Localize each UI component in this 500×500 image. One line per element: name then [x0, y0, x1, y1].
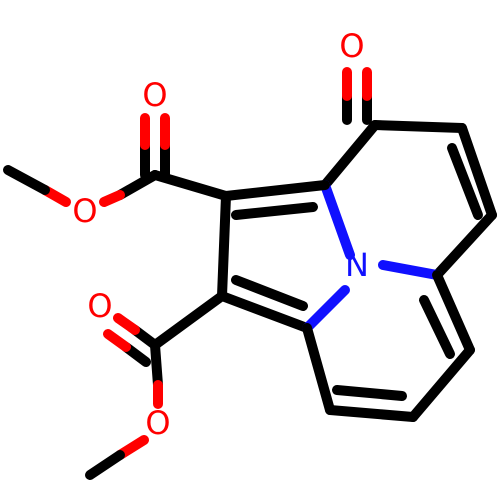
- bonds: [3, 67, 497, 480]
- atom-ester1-carbonyl-oxygen: O: [142, 76, 167, 114]
- bond-c1-c5: [320, 120, 380, 190]
- bond-ester1-c-ether: [115, 170, 160, 200]
- bond-c5-n: [320, 180, 355, 260]
- atom-ketone-oxygen: O: [339, 27, 364, 65]
- bond-c7-ester2-c: [150, 291, 227, 350]
- bond-c4-c9: [432, 270, 475, 355]
- bond-c9-c10: [408, 345, 475, 422]
- bond-ester1-o-methyl-2: [3, 165, 50, 195]
- atom-labels: O O O O O N: [72, 27, 369, 442]
- bond-ester2-o-methyl-2: [85, 450, 125, 480]
- bond-c7-c8-inner: [231, 275, 308, 311]
- bond-c10-c11-inner: [332, 385, 407, 401]
- bond-c4-c9-inner: [419, 295, 455, 359]
- bond-c4-n: [378, 260, 442, 280]
- bond-c5-c6-inner: [231, 202, 318, 220]
- bond-c11-c8: [302, 323, 335, 415]
- atom-ester2-ether-oxygen: O: [145, 404, 170, 442]
- bond-ester2-c-o-4: [103, 329, 131, 352]
- bond-c3-c4: [432, 210, 497, 280]
- bond-ester2-c-o-2: [113, 313, 140, 335]
- atom-ester1-ether-oxygen: O: [72, 192, 97, 230]
- bond-c1-c2: [370, 120, 467, 133]
- atom-ester2-carbonyl-oxygen: O: [87, 287, 112, 325]
- bond-c6-c7: [217, 191, 231, 301]
- bond-c8-n: [302, 285, 350, 333]
- bond-c10-c11: [325, 405, 418, 422]
- bond-ester1-ether-o: [99, 190, 125, 207]
- bond-c5-c6: [221, 180, 330, 201]
- atom-ring-nitrogen: N: [345, 246, 369, 284]
- bond-c7-c8: [217, 291, 312, 333]
- bond-c2-c3-inner: [447, 143, 483, 220]
- bond-c2-c3: [457, 123, 497, 220]
- bond-ester2-c-ether: [150, 340, 163, 390]
